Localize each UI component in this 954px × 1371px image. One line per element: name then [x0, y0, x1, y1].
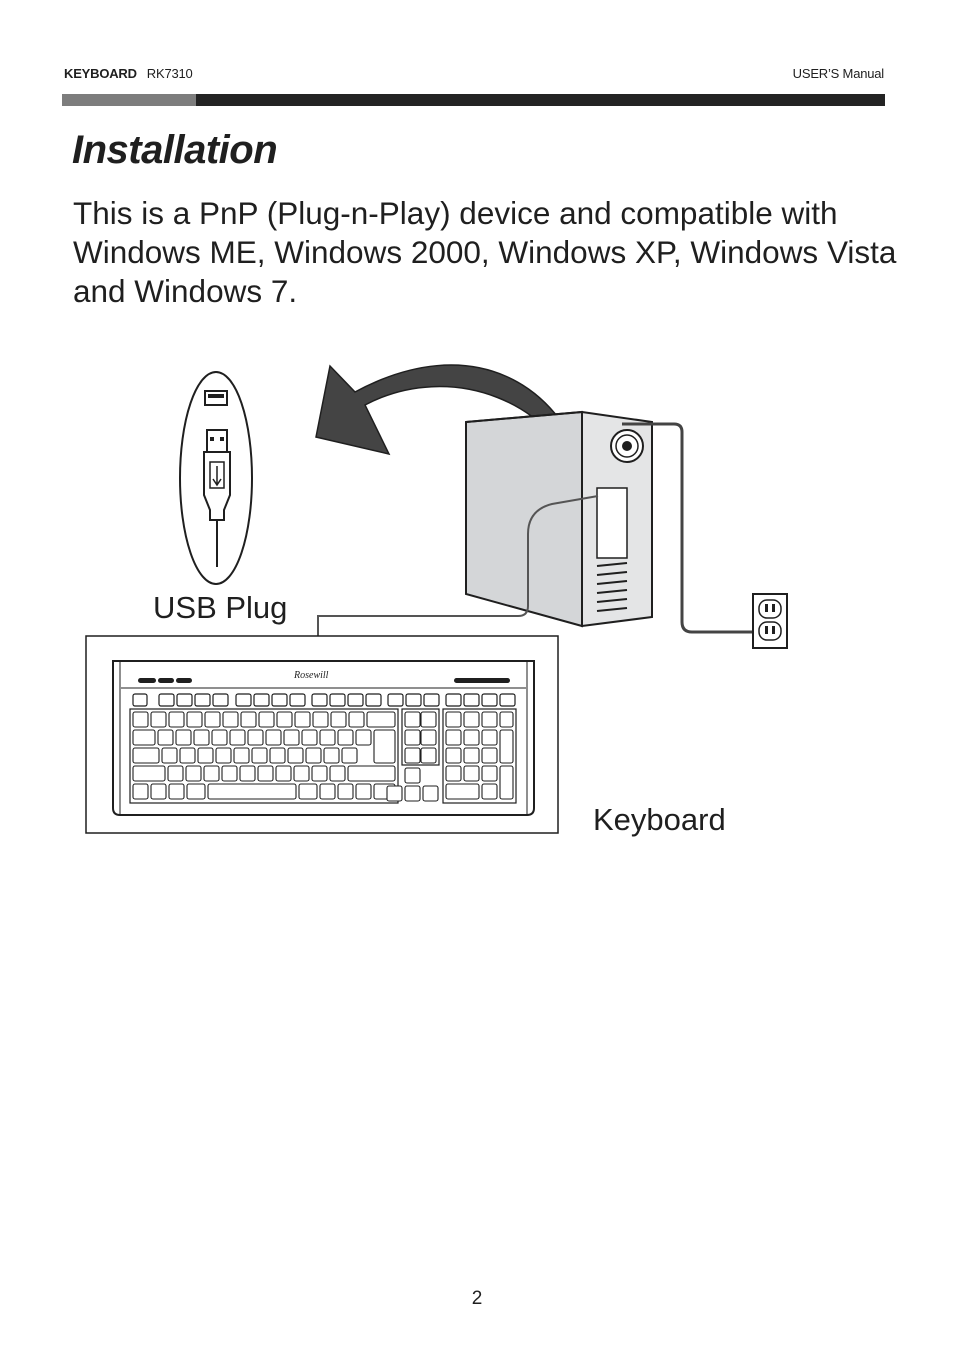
power-cable	[622, 422, 756, 634]
wall-outlet-icon	[752, 593, 788, 649]
curved-arrow-icon	[315, 364, 593, 497]
section-title: Installation	[72, 128, 278, 172]
usb-cable	[317, 495, 599, 636]
header-rule-main	[196, 94, 885, 106]
keyboard-label: Keyboard	[593, 802, 726, 837]
keyboard-brand-logo: Rosewill	[293, 670, 329, 681]
header-model: RK7310	[146, 66, 193, 81]
section-body: This is a PnP (Plug-n-Play) device and c…	[73, 195, 897, 309]
usb-plug-illustration	[179, 371, 253, 585]
computer-tower-illustration	[465, 410, 653, 628]
page-number: 2	[471, 1288, 483, 1309]
header-rule-accent	[62, 94, 196, 106]
header-left: KEYBOARD RK7310	[64, 66, 193, 81]
keyboard-illustration: Rosewill	[112, 660, 535, 816]
header-manual: USER’S Manual	[792, 66, 885, 81]
header-product: KEYBOARD	[64, 66, 137, 81]
header-rule	[62, 94, 885, 106]
installation-diagram: Rosewill	[85, 364, 788, 834]
usb-plug-label: USB Plug	[153, 590, 288, 625]
